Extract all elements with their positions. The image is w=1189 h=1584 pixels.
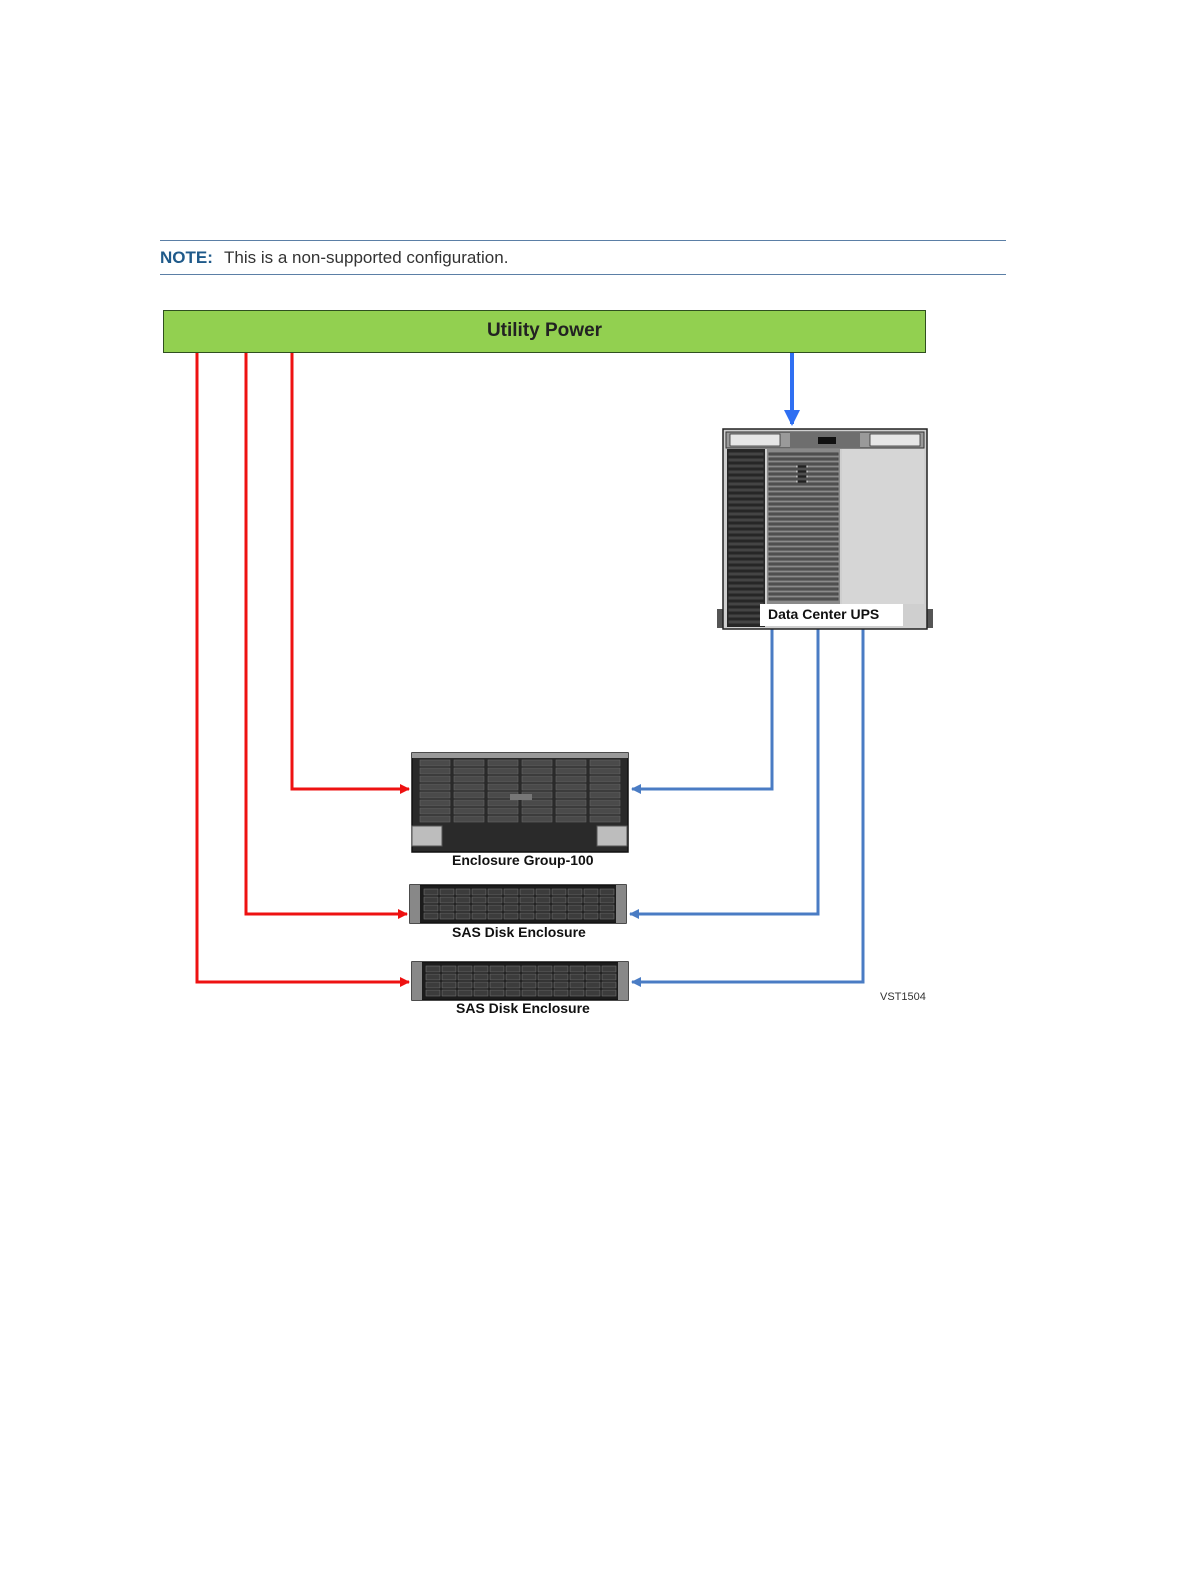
utility-line-enclosure-group xyxy=(292,353,409,789)
sas-enclosure-2-label: SAS Disk Enclosure xyxy=(456,1000,590,1016)
utility-line-sas-1 xyxy=(246,353,407,914)
sas-enclosure-1-label: SAS Disk Enclosure xyxy=(452,924,586,940)
sas-enclosure-2-device xyxy=(412,962,628,1000)
ups-label: Data Center UPS xyxy=(760,604,903,626)
ups-line-sas-2 xyxy=(632,628,863,982)
ups-device xyxy=(717,429,933,629)
utility-line-sas-2 xyxy=(197,353,409,982)
figure-id: VST1504 xyxy=(880,991,926,1003)
enclosure-group-device xyxy=(412,753,628,852)
enclosure-group-label: Enclosure Group-100 xyxy=(452,852,594,868)
sas-enclosure-1-device xyxy=(410,885,626,923)
ups-line-sas-1 xyxy=(630,628,818,914)
ups-line-enclosure-group xyxy=(632,628,772,789)
